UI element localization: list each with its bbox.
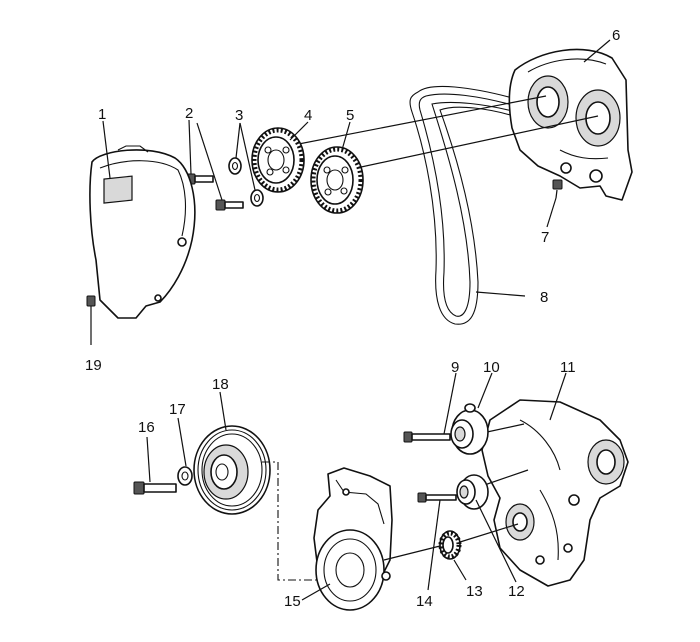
callout-14: 14: [416, 593, 433, 610]
callout-4: 4: [304, 107, 312, 124]
callout-18: 18: [212, 376, 229, 393]
idler-bolt: [417, 492, 457, 503]
pulley-washer: [177, 466, 193, 486]
callout-17: 17: [169, 401, 186, 418]
engine-block-front: [481, 399, 629, 587]
pulley-centerline: [262, 461, 318, 581]
tensioner-pulley: [450, 403, 489, 455]
idler-pulley: [456, 474, 489, 510]
crank-line: [459, 523, 519, 543]
callout-9: 9: [451, 359, 459, 376]
sprocket-washers: [228, 157, 264, 207]
alignment-line-lower: [337, 115, 599, 173]
callout-2: 2: [185, 105, 193, 122]
callout-15: 15: [284, 593, 301, 610]
callout-12: 12: [508, 583, 525, 600]
camshaft-sprocket-rear: [251, 127, 305, 193]
camshaft-sprocket-front: [310, 146, 364, 214]
lower-timing-cover: [313, 467, 393, 611]
alignment-line-upper: [277, 95, 547, 149]
callout-6: 6: [612, 27, 620, 44]
callout-1: 1: [98, 106, 106, 123]
rear-timing-cover: [508, 48, 633, 201]
rear-cover-bolt: [552, 179, 563, 199]
tensioner-bolt: [403, 431, 451, 443]
pulley-bolt: [133, 481, 177, 495]
leader-lines: [102, 39, 611, 601]
cover-to-crank-line: [383, 545, 441, 561]
callout-3: 3: [235, 107, 243, 124]
callout-5: 5: [346, 107, 354, 124]
crankshaft-sprocket: [438, 530, 462, 560]
timing-belt: [409, 85, 521, 325]
callout-19: 19: [85, 357, 102, 374]
callout-16: 16: [138, 419, 155, 436]
callout-10: 10: [483, 359, 500, 376]
front-timing-cover: [89, 145, 196, 319]
callout-7: 7: [541, 229, 549, 246]
callout-13: 13: [466, 583, 483, 600]
cover-stud: [86, 295, 96, 345]
callout-8: 8: [540, 289, 548, 306]
crankshaft-pulley: [193, 425, 271, 515]
callout-11: 11: [560, 359, 576, 376]
